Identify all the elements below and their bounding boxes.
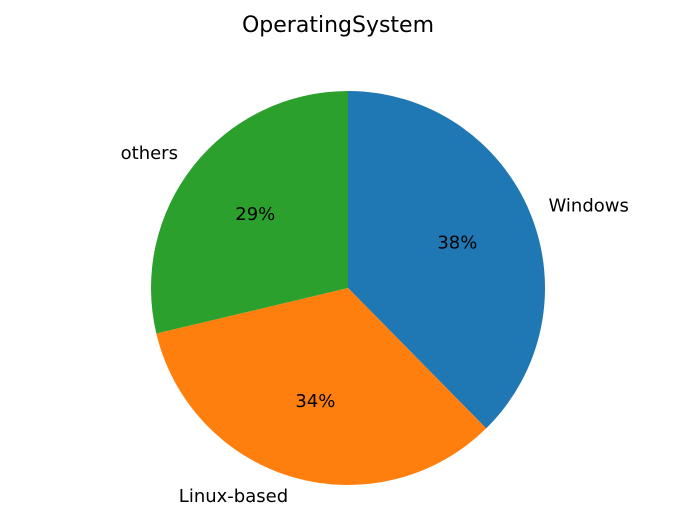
pie-pct-label: 34% [295, 391, 335, 412]
pie-slice-linux-based [156, 288, 487, 485]
pie-category-label: Windows [549, 195, 629, 216]
pie-labels: 38% Windows 34% Linux-based 29% others [121, 143, 629, 507]
pie-slice-others [150, 91, 348, 334]
pie-slices [150, 91, 545, 485]
pie-category-label: others [121, 143, 178, 164]
pie-slice-windows [348, 91, 545, 429]
pie-pct-label: 38% [437, 233, 477, 254]
chart-title: OperatingSystem [242, 13, 434, 38]
pie-category-label: Linux-based [179, 486, 288, 507]
pie-pct-label: 29% [235, 204, 275, 225]
